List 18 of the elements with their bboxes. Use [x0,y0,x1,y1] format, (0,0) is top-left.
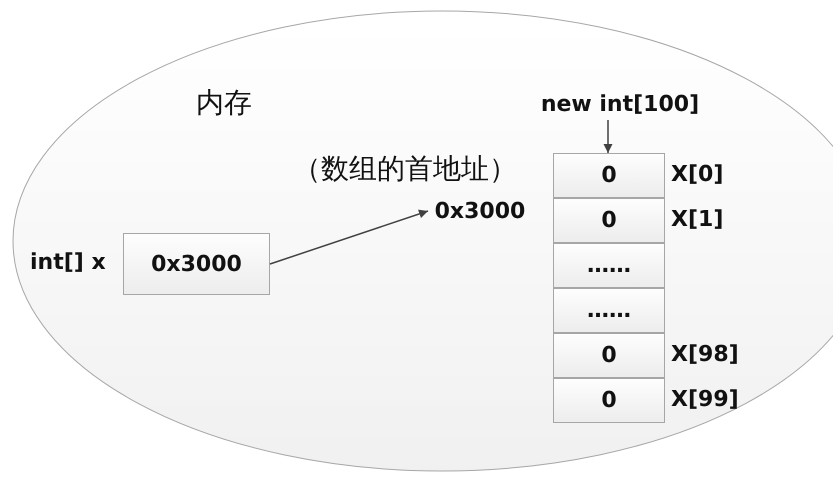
arrow [604,120,612,153]
index-label: X[0] [671,162,724,187]
array-cell: 0x3000 [123,233,270,295]
index-label: X[99] [671,387,739,412]
array-cell: 0 [553,378,665,423]
index-label: X[1] [671,207,724,232]
memory-label: 内存 [196,85,252,121]
array-cell: 0 [553,153,665,198]
index-label: X[98] [671,342,739,367]
variable-label: int[] x [30,250,106,275]
code-text: 0x3000 [428,196,532,226]
arrow [270,210,428,265]
array-cell: …… [553,243,665,288]
array-cell: …… [553,288,665,333]
address-note: （数组的首地址） [293,151,517,187]
array-cell: 0 [553,198,665,243]
code-text: new int[100] [538,88,702,120]
array-cell: 0 [553,333,665,378]
